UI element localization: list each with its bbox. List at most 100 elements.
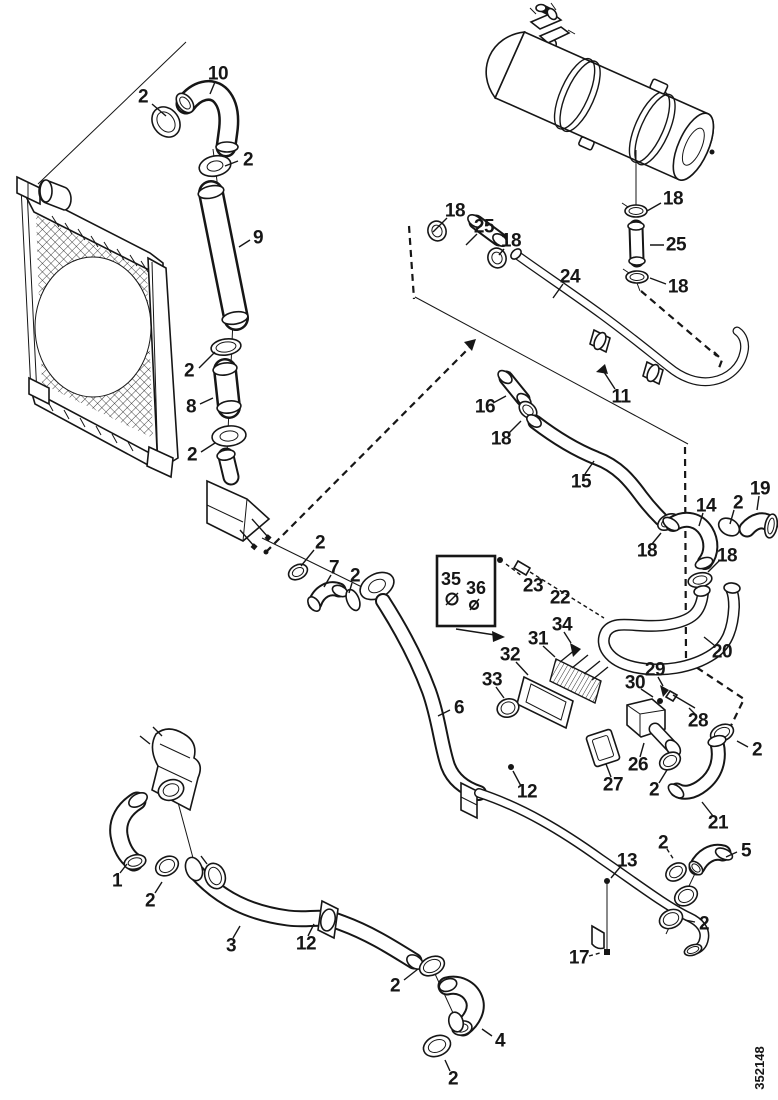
bolt-29 (660, 685, 669, 697)
callout-12-54[interactable]: 12 (296, 934, 317, 955)
callout-2-4[interactable]: 2 (184, 361, 195, 382)
callout-18-13[interactable]: 18 (668, 277, 689, 298)
callout-18-22[interactable]: 18 (717, 546, 738, 567)
callout-22-24[interactable]: 22 (550, 588, 571, 609)
callout-24-10[interactable]: 24 (560, 267, 582, 288)
stud-28 (664, 689, 679, 703)
callout-9-3[interactable]: 9 (253, 228, 264, 249)
callout-2-48[interactable]: 2 (390, 976, 401, 997)
callout-18-9[interactable]: 18 (501, 231, 522, 252)
legend-number-36[interactable]: 36 (466, 578, 486, 598)
elbow-5-group (658, 846, 734, 930)
callout-4-49[interactable]: 4 (495, 1031, 507, 1052)
flange-2 (211, 425, 247, 447)
clamp-2 (287, 563, 309, 581)
callout-1-51[interactable]: 1 (112, 871, 124, 892)
leader-lines (119, 81, 760, 1072)
callout-17-47[interactable]: 17 (569, 948, 590, 969)
callout-2-2[interactable]: 2 (243, 150, 254, 171)
callout-33-32[interactable]: 33 (482, 670, 503, 691)
callout-18-21[interactable]: 18 (637, 541, 658, 562)
clamp-2 (665, 862, 687, 882)
callout-2-6[interactable]: 2 (187, 445, 198, 466)
callout-2-26[interactable]: 2 (315, 533, 326, 554)
upper-hose-stack (151, 90, 272, 551)
bolt-34 (570, 643, 581, 657)
callout-28-36[interactable]: 28 (688, 711, 709, 732)
callout-14-18[interactable]: 14 (696, 496, 718, 517)
clamp-2 (717, 517, 741, 537)
axis-lines (37, 41, 702, 1027)
legend-number-35[interactable]: 35 (441, 569, 461, 589)
muffler (485, 2, 715, 181)
clamp-2 (154, 855, 180, 877)
callout-32-31[interactable]: 32 (500, 645, 521, 666)
gasket-27 (585, 728, 621, 768)
callout-2-44[interactable]: 2 (658, 833, 669, 854)
plug-dot-icon (468, 599, 480, 611)
callout-29-34[interactable]: 29 (645, 660, 666, 681)
ring-33 (496, 697, 520, 719)
callout-2-0[interactable]: 2 (138, 87, 149, 108)
callout-2-52[interactable]: 2 (145, 891, 156, 912)
thermostat-outlet-housing (206, 479, 271, 542)
callout-5-45[interactable]: 5 (741, 841, 753, 862)
callout-7-27[interactable]: 7 (329, 558, 340, 579)
plug-dot-icon (469, 598, 480, 611)
clamp-2 (210, 338, 242, 356)
callout-18-15[interactable]: 18 (491, 429, 512, 450)
callout-19-20[interactable]: 19 (750, 479, 771, 500)
callout-2-40[interactable]: 2 (649, 780, 660, 801)
callout-3-53[interactable]: 3 (226, 936, 237, 957)
radiator (16, 175, 179, 479)
callout-2-28[interactable]: 2 (350, 566, 361, 587)
water-manifold-group (585, 685, 735, 801)
clamp-2 (345, 588, 361, 612)
washer-30 (657, 698, 663, 704)
lower-pipe-assembly (313, 571, 704, 957)
callout-15-17[interactable]: 15 (571, 472, 593, 493)
bypass-elbow-7 (287, 563, 361, 612)
callout-21-41[interactable]: 21 (708, 813, 730, 834)
pipe-tab-17 (591, 924, 605, 950)
callout-2-19[interactable]: 2 (733, 493, 744, 514)
callout-18-11[interactable]: 18 (663, 189, 684, 210)
heater-pipe-24 (427, 213, 744, 390)
callout-11-16[interactable]: 11 (611, 387, 632, 408)
gasket-32 (516, 675, 574, 730)
callout-20-25[interactable]: 20 (712, 642, 733, 663)
clamp-2 (418, 955, 446, 977)
flange-2 (198, 154, 232, 178)
callout-10-1[interactable]: 10 (208, 64, 229, 85)
callout-6-33[interactable]: 6 (454, 698, 465, 719)
callout-31-30[interactable]: 31 (528, 629, 550, 650)
water-pump-group (119, 726, 476, 1058)
callout-26-37[interactable]: 26 (628, 755, 649, 776)
legend-box: 35 36 (435, 554, 505, 642)
clamp-2 (422, 1034, 452, 1058)
callout-2-46[interactable]: 2 (699, 914, 710, 935)
callout-8-5[interactable]: 8 (186, 397, 197, 418)
drawing-number: 352148 (752, 1046, 767, 1089)
callout-18-7[interactable]: 18 (445, 201, 466, 222)
callout-13-43[interactable]: 13 (617, 851, 638, 872)
callout-25-12[interactable]: 25 (666, 235, 688, 256)
callout-25-8[interactable]: 25 (474, 217, 496, 238)
callout-30-35[interactable]: 30 (625, 673, 646, 694)
grommet-circle-icon (445, 592, 459, 606)
callout-16-14[interactable]: 16 (475, 397, 496, 418)
radiator-foot (28, 376, 50, 406)
callout-2-39[interactable]: 2 (752, 740, 763, 761)
callout-34-29[interactable]: 34 (552, 615, 574, 636)
heater-hoses (497, 369, 778, 669)
muffler-drain-line (621, 150, 649, 284)
callout-23-23[interactable]: 23 (523, 576, 544, 597)
radiator-foot (146, 445, 174, 479)
grommet-circle-icon (445, 592, 459, 606)
callout-2-50[interactable]: 2 (448, 1069, 459, 1090)
callout-12-42[interactable]: 12 (517, 782, 538, 803)
callout-27-38[interactable]: 27 (603, 775, 624, 796)
